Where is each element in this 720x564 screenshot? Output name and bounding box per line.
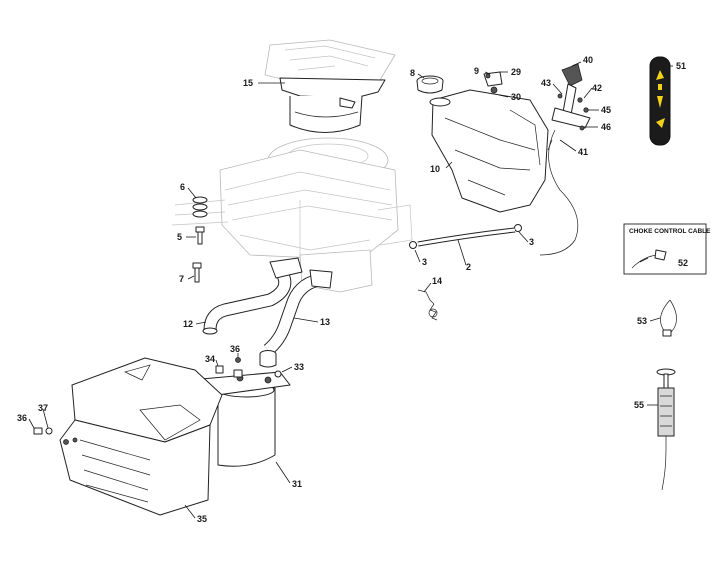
label-41: 41 xyxy=(578,147,588,157)
label-36-lower: 36 xyxy=(17,413,27,423)
label-52: 52 xyxy=(678,258,688,268)
part-5-bolt xyxy=(195,226,205,245)
leader-lines xyxy=(28,61,673,519)
label-45: 45 xyxy=(601,105,611,115)
label-43: 43 xyxy=(541,78,551,88)
part-36-bolt-upper xyxy=(235,357,241,363)
label-8: 8 xyxy=(410,68,415,78)
part-number-labels: 15 8 9 29 30 10 40 43 42 45 46 41 51 6 5… xyxy=(17,55,688,524)
label-10: 10 xyxy=(430,164,440,174)
choke-box-title: CHOKE CONTROL CABLE xyxy=(629,228,711,235)
label-29: 29 xyxy=(511,67,521,77)
label-55: 55 xyxy=(634,400,644,410)
part-8-fuel-cap xyxy=(416,75,444,94)
part-10-fuel-tank xyxy=(429,89,549,232)
part-53-cable-tie xyxy=(660,299,677,337)
part-15-air-filter-housing xyxy=(279,77,386,133)
part-7-bolt xyxy=(192,262,202,283)
label-3-left: 3 xyxy=(422,257,427,267)
label-51: 51 xyxy=(676,61,686,71)
engine-ghost xyxy=(171,39,413,293)
part-12-exhaust-pipe xyxy=(202,257,303,335)
part-36-37-bolt-washer xyxy=(33,427,53,435)
label-15: 15 xyxy=(243,78,253,88)
label-33: 33 xyxy=(294,362,304,372)
label-30: 30 xyxy=(511,92,521,102)
label-7: 7 xyxy=(179,274,184,284)
label-42: 42 xyxy=(592,83,602,93)
label-3-right: 3 xyxy=(529,237,534,247)
label-14: 14 xyxy=(432,276,442,286)
part-35-muffler-guard xyxy=(59,357,223,516)
part-51-decal xyxy=(649,56,671,146)
label-36-upper: 36 xyxy=(230,344,240,354)
part-6-washers xyxy=(192,196,208,218)
label-5: 5 xyxy=(177,232,182,242)
part-14-spring xyxy=(417,289,438,321)
label-46: 46 xyxy=(601,122,611,132)
label-2: 2 xyxy=(466,262,471,272)
label-13: 13 xyxy=(320,317,330,327)
label-6: 6 xyxy=(180,182,185,192)
label-53: 53 xyxy=(637,316,647,326)
label-9: 9 xyxy=(474,66,479,76)
label-12: 12 xyxy=(183,319,193,329)
label-34: 34 xyxy=(205,354,215,364)
part-13-exhaust-pipe xyxy=(259,269,333,368)
label-31: 31 xyxy=(292,479,302,489)
label-40: 40 xyxy=(583,55,593,65)
choke-control-cable-box: CHOKE CONTROL CABLE xyxy=(623,223,711,275)
part-40-choke-lever xyxy=(539,63,591,256)
label-35: 35 xyxy=(197,514,207,524)
part-55-syringe xyxy=(656,368,676,491)
part-29-30-clip xyxy=(483,71,503,94)
label-37: 37 xyxy=(38,403,48,413)
part-2-fuel-hose xyxy=(409,227,516,249)
part-34-bolt xyxy=(215,365,224,374)
